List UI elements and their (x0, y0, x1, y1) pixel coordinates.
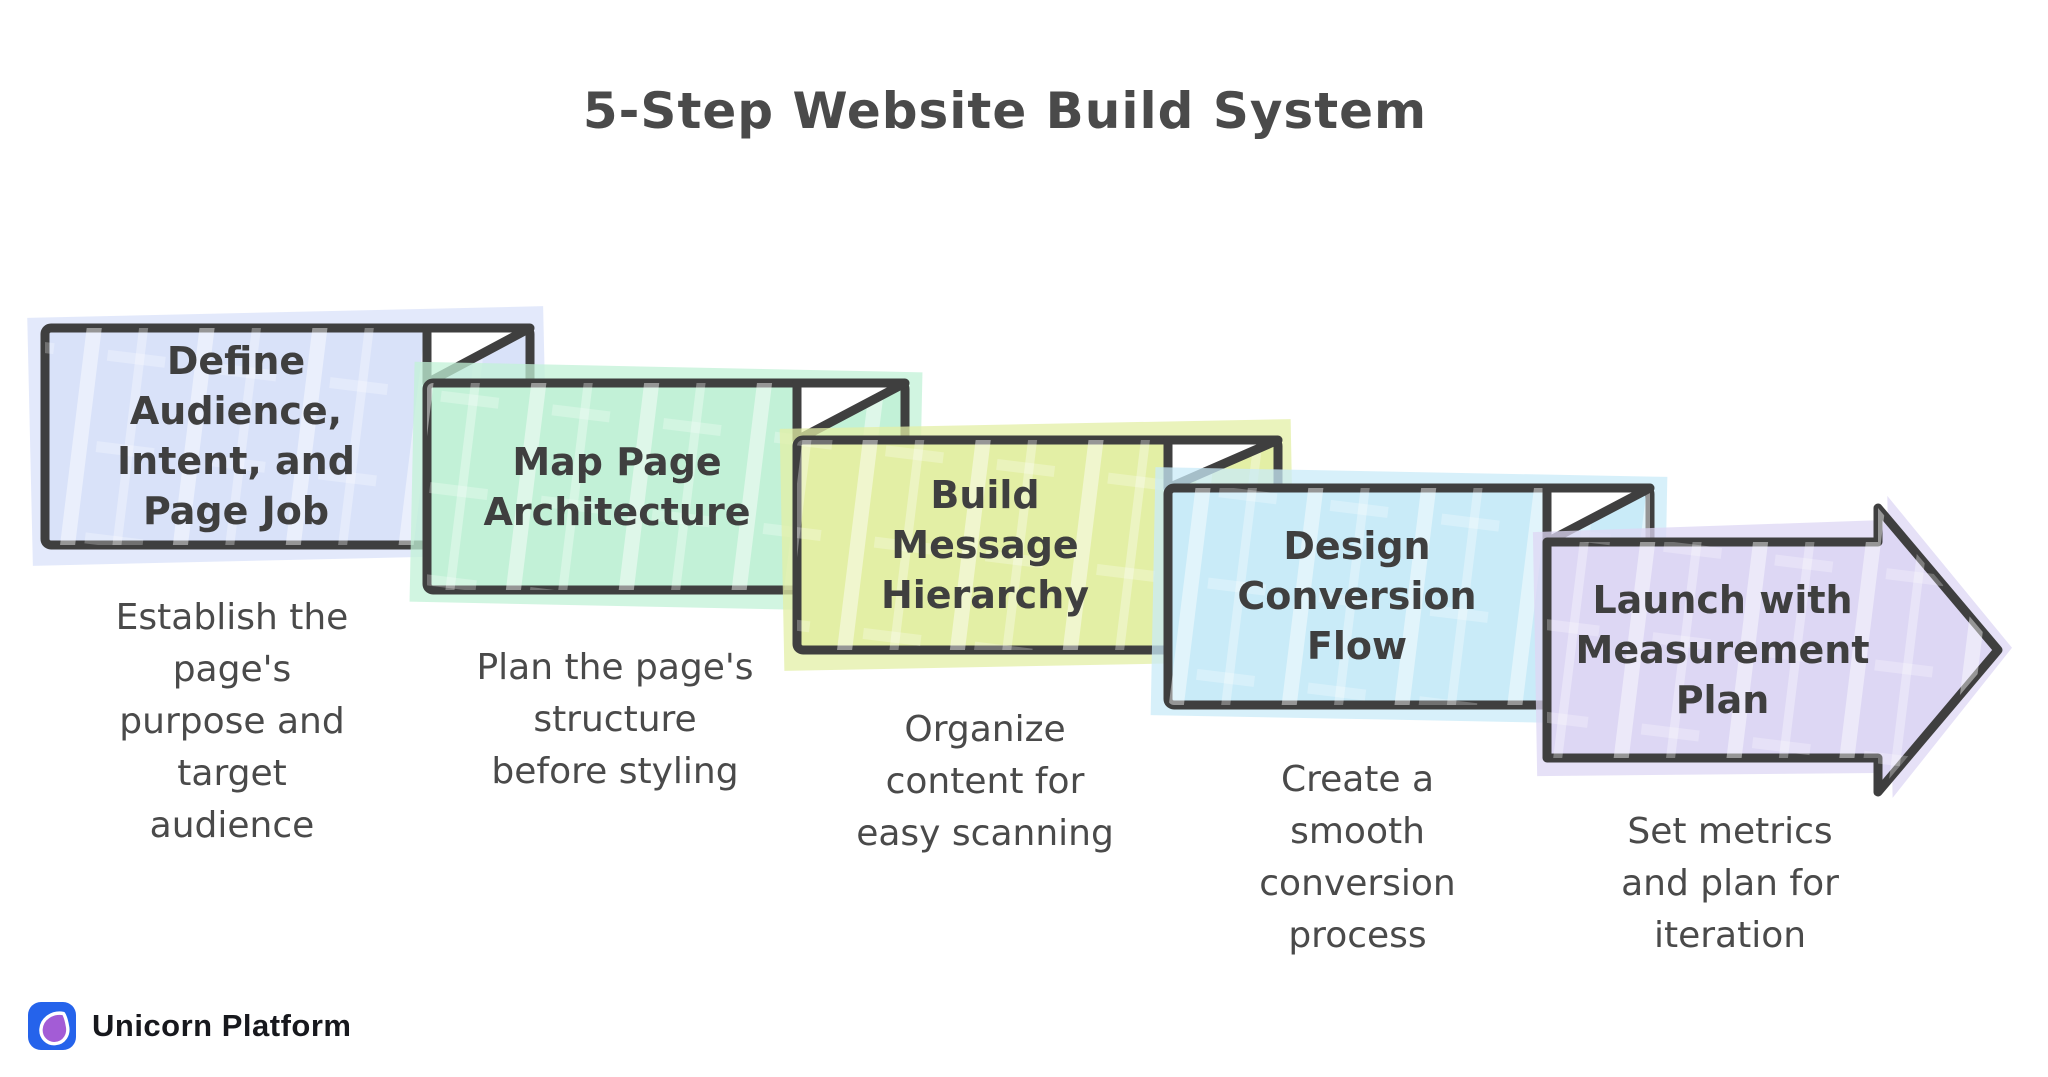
step-5-banner (1532, 495, 2012, 798)
step-3-description: Organize content for easy scanning (856, 709, 1114, 854)
unicorn-platform-icon (28, 1002, 76, 1050)
step-5-description: Set metrics and plan for iteration (1621, 811, 1839, 956)
brand-footer: Unicorn Platform (28, 1002, 351, 1050)
step-1-texture (45, 328, 530, 545)
logo-drop-shape (39, 1011, 70, 1046)
brand-name: Unicorn Platform (92, 1008, 352, 1043)
step-2-title: Map Page Architecture (483, 440, 751, 534)
page-title: 5-Step Website Build System (582, 82, 1428, 140)
step-1-title: Define Audience, Intent, and Page Job (117, 339, 355, 533)
step-1-description: Establish the page's purpose and target … (115, 597, 349, 846)
step-5-title: Launch with Measurement Plan (1575, 578, 1870, 722)
step-2-description: Plan the page's structure before styling (476, 647, 754, 792)
step-5-texture (1547, 508, 1998, 792)
step-4-texture (1168, 488, 1650, 705)
step-4-fold (1542, 483, 1655, 547)
step-2-fold (792, 378, 910, 445)
step-3-title: Build Message Hierarchy (880, 473, 1090, 617)
step-4-description: Create a smooth conversion process (1259, 759, 1456, 956)
step-4-title: Design Conversion Flow (1237, 524, 1477, 668)
